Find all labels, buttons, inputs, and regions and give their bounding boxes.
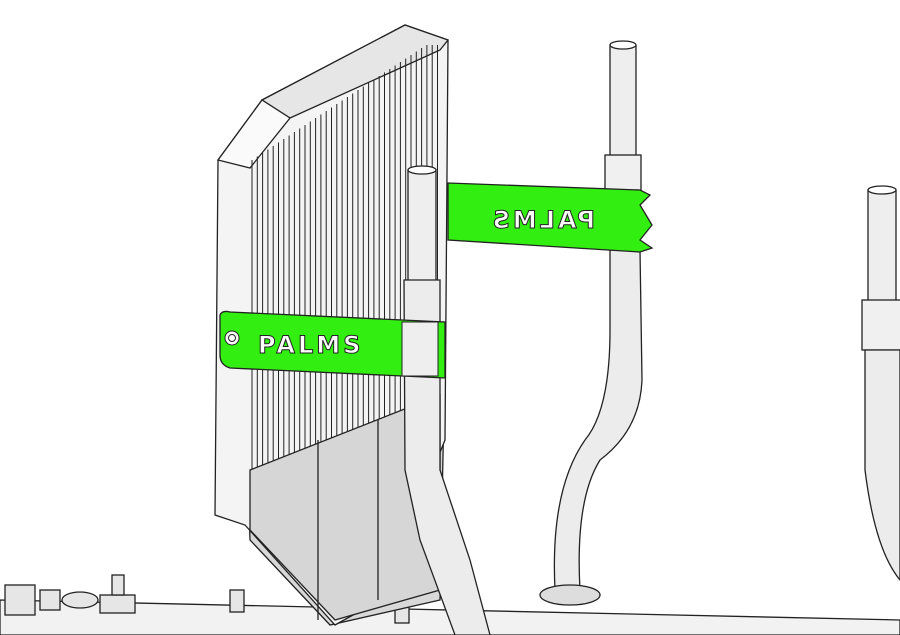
base-fittings (4, 574, 410, 624)
right-post-tube (867, 189, 897, 311)
bracket-back: PALMS (447, 182, 654, 253)
bracket-front: PALMS (219, 310, 446, 379)
bracket-front-logo: PALMS (258, 331, 363, 359)
bracket-back-logo: PALMS (490, 206, 595, 234)
center-post-tube (609, 44, 637, 166)
